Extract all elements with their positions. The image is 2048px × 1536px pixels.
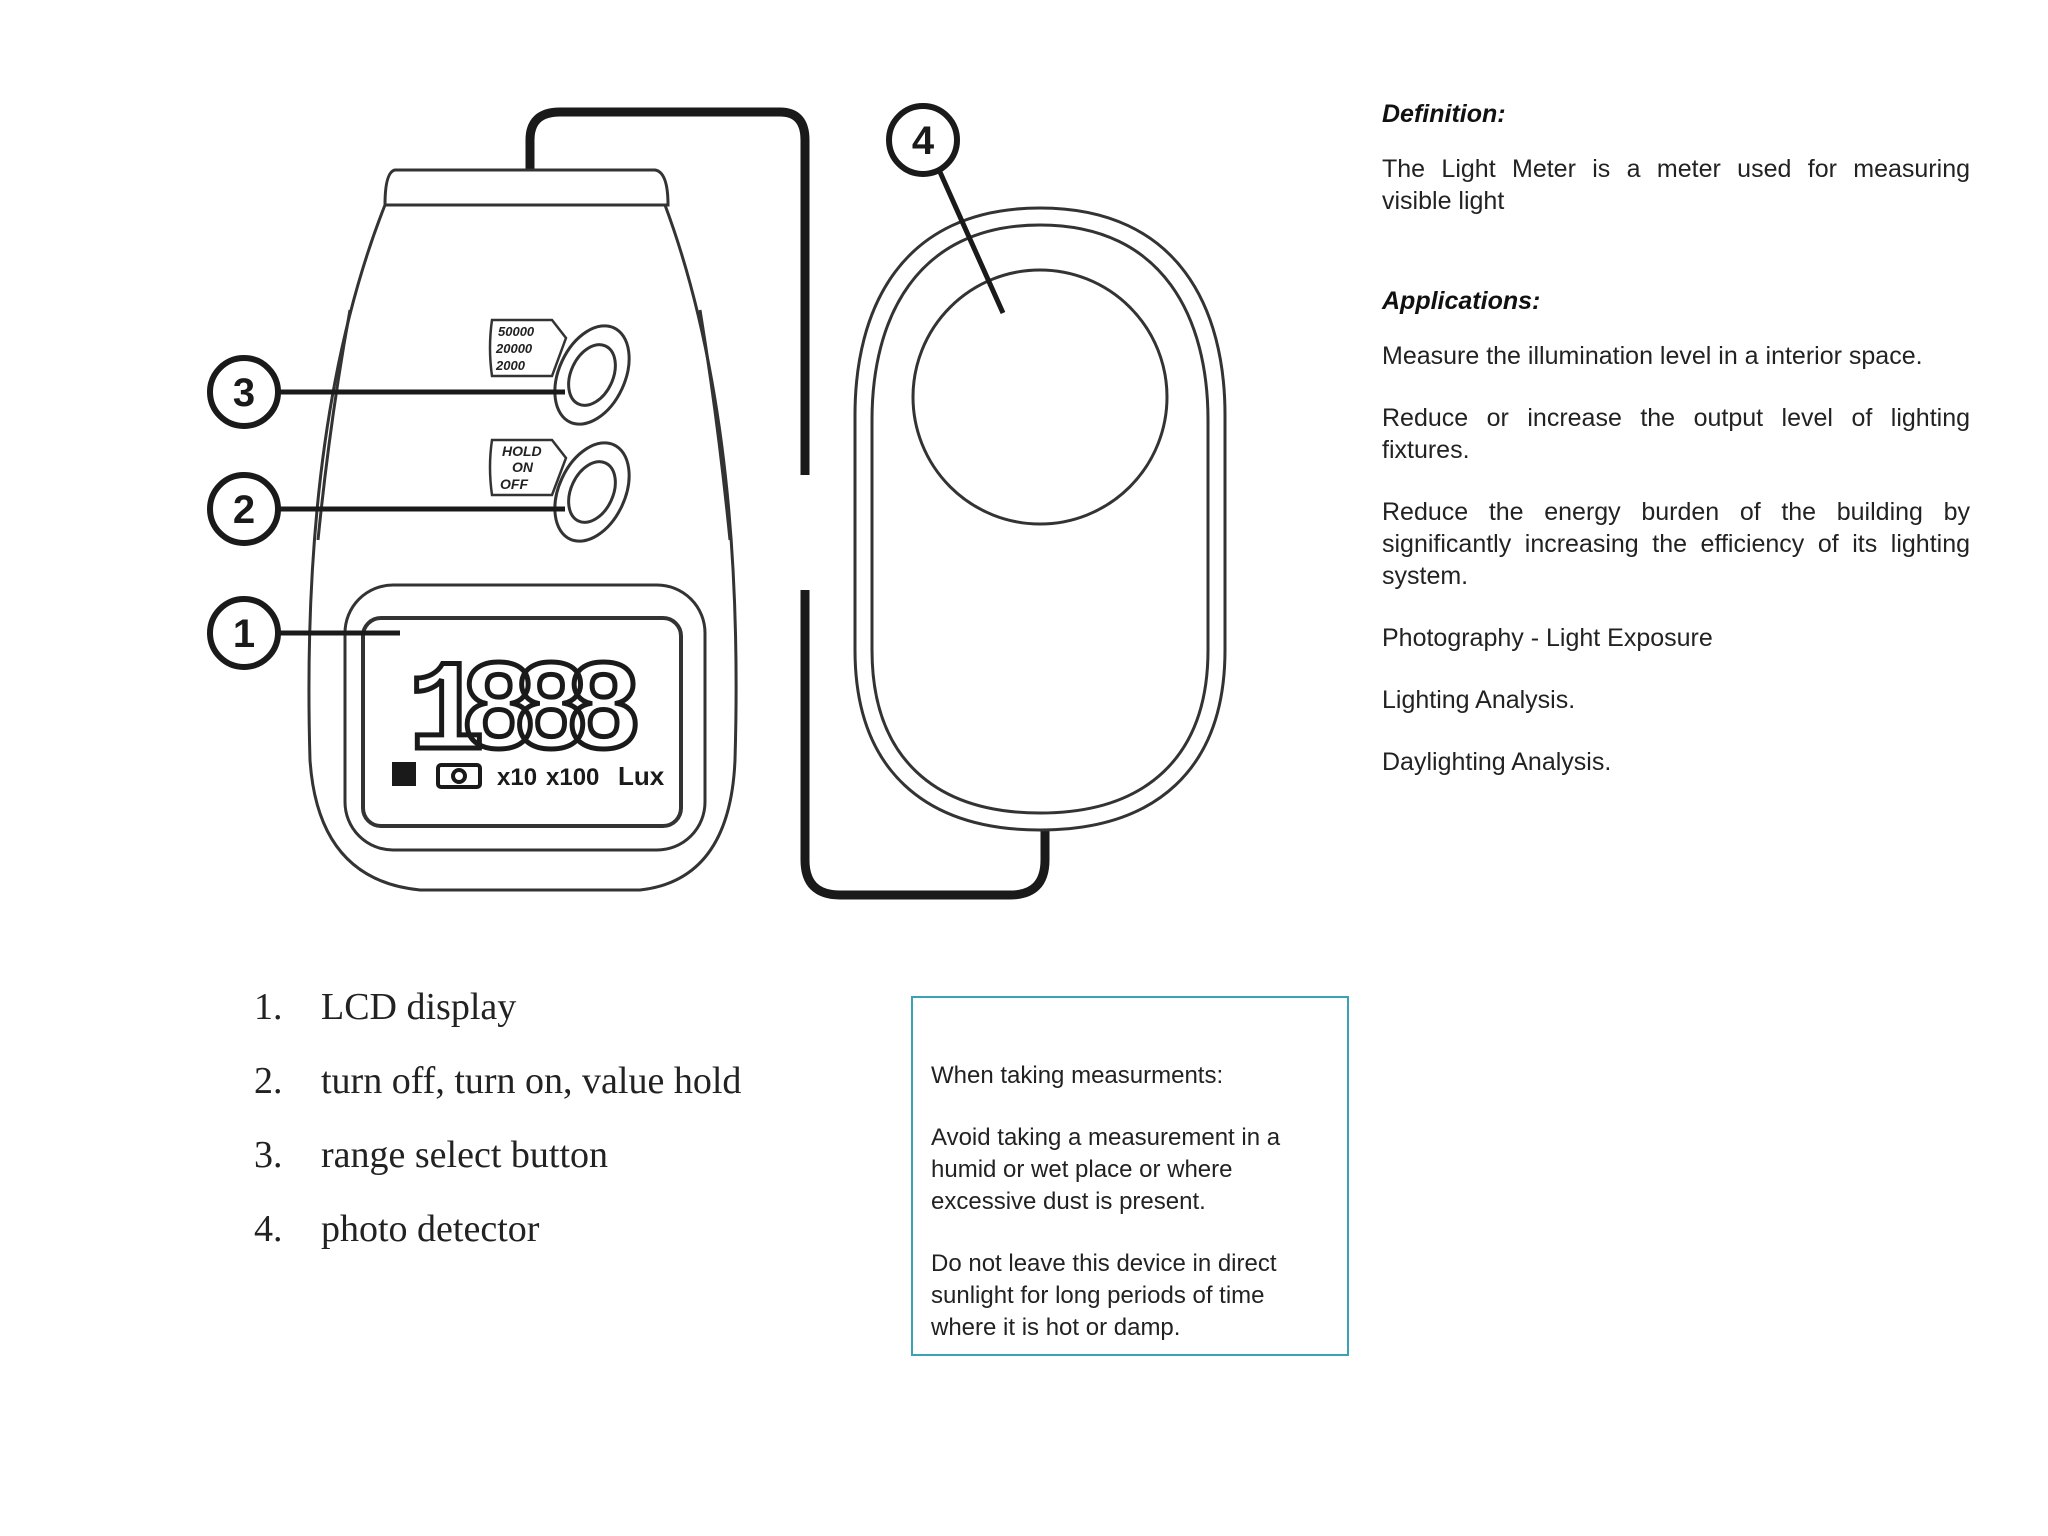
parts-list-item: 1.LCD display: [254, 986, 517, 1028]
svg-text:50000: 50000: [498, 324, 535, 339]
measurement-note-box: When taking measurments: Avoid taking a …: [911, 996, 1349, 1356]
range-label-plate: 50000 20000 2000: [488, 318, 568, 378]
note-paragraph: Do not leave this device in direct sunli…: [931, 1250, 1277, 1341]
lcd-x100-indicator: x100: [546, 764, 599, 791]
definition-heading: Definition:: [1382, 100, 1506, 128]
svg-text:1: 1: [233, 612, 255, 656]
callout-4: 4: [886, 103, 1006, 315]
hold-label-plate: HOLD ON OFF: [488, 438, 568, 497]
parts-list-item: 2.turn off, turn on, value hold: [254, 1060, 742, 1102]
application-item: Measure the illumination level in a inte…: [1382, 342, 1923, 370]
application-item: Daylighting Analysis.: [1382, 748, 1612, 776]
svg-text:ON: ON: [512, 459, 534, 475]
range-select-switch[interactable]: [540, 314, 644, 436]
sensor-cable: [525, 107, 1050, 900]
note-title: When taking measurments:: [931, 1062, 1224, 1089]
note-paragraph: Avoid taking a measurement in a humid or…: [931, 1124, 1281, 1215]
photo-detector: [853, 206, 1227, 832]
light-meter-diagram: 1888 x10 x100 Lux 50000 20000 2000 HOLD …: [207, 103, 1227, 900]
info-panel: Definition: The Light Meter is a meter u…: [1382, 100, 1970, 808]
application-item: Photography - Light Exposure: [1382, 624, 1713, 652]
lcd-lux-indicator: Lux: [618, 761, 665, 791]
application-item: Reduce or increase the output level of l…: [1382, 404, 1970, 464]
svg-text:20000: 20000: [495, 341, 533, 356]
callout-3: 3: [207, 355, 565, 429]
svg-text:2000: 2000: [495, 358, 526, 373]
parts-list-item: 3.range select button: [254, 1134, 609, 1176]
parts-list: 1.LCD display 2.turn off, turn on, value…: [254, 985, 741, 1281]
lcd-square-indicator: [392, 762, 416, 786]
callout-1: 1: [207, 596, 400, 670]
hold-power-switch[interactable]: [540, 431, 644, 553]
callout-2: 2: [207, 472, 565, 546]
svg-text:HOLD: HOLD: [502, 443, 542, 459]
definition-text: The Light Meter is a meter used for meas…: [1382, 155, 1970, 215]
camera-icon: [436, 763, 482, 789]
lcd-x10-indicator: x10: [497, 764, 537, 791]
parts-list-item: 4.photo detector: [254, 1208, 540, 1250]
svg-text:4: 4: [912, 119, 935, 163]
application-item: Lighting Analysis.: [1382, 686, 1576, 714]
meter-body: [307, 168, 738, 892]
svg-text:3: 3: [233, 371, 255, 415]
application-item: Reduce the energy burden of the building…: [1382, 498, 1970, 590]
svg-text:2: 2: [233, 488, 255, 532]
svg-text:OFF: OFF: [500, 476, 528, 492]
applications-heading: Applications:: [1382, 287, 1541, 315]
